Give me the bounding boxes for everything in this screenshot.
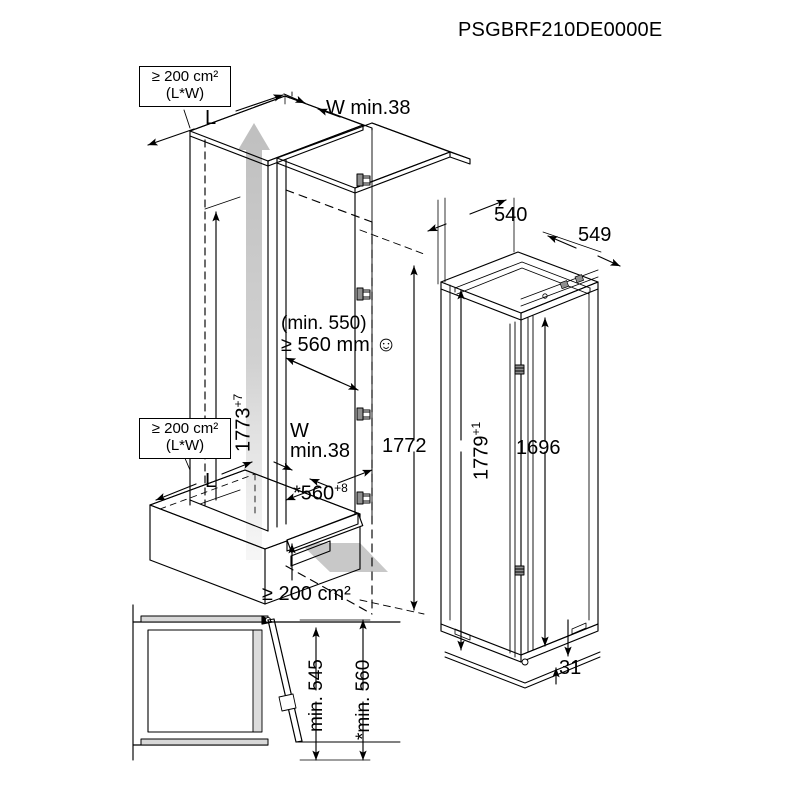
appliance-height-tolerance: +1	[469, 421, 483, 436]
page-title: PSGBRF210DE0000E	[458, 19, 663, 41]
plan-view	[132, 604, 401, 761]
vent-note-mid: ≥ 200 cm² (L*W)	[139, 418, 231, 459]
dim-560-width	[285, 469, 373, 501]
smiley-icon: ☺	[375, 333, 397, 356]
niche-height-value: 1773	[232, 407, 255, 453]
vent-note-mid-line2: (L*W)	[165, 436, 205, 454]
dim-label-31: 31	[559, 657, 582, 679]
dim-label-540: 540	[494, 204, 528, 226]
niche-height-tolerance: +7	[231, 393, 245, 408]
dim-label-min-560: *min. 560	[353, 659, 374, 740]
vent-note-top-line2: (L*W)	[165, 84, 205, 102]
dim-label-W-bottom-line2: min.38	[290, 440, 351, 462]
appliance-hinge-group	[514, 364, 525, 576]
hinge-group	[356, 173, 371, 505]
vent-note-mid-line1: ≥ 200 cm²	[151, 420, 219, 437]
vent-note-bottom: ≥ 200 cm²	[262, 583, 351, 605]
niche-depth-value: ≥ 560 mm	[281, 334, 370, 356]
niche-depth-note-min550: (min. 550)	[281, 313, 367, 334]
airflow-arrow	[238, 123, 270, 560]
dim-label-1773: 1773+7	[231, 393, 255, 453]
dim-label-560-width: *560+8	[293, 481, 348, 506]
hinge-4	[356, 491, 371, 505]
hinge-3	[356, 407, 371, 421]
dim-549	[542, 231, 621, 267]
dim-560mm-depth	[285, 357, 359, 391]
dim-label-W-bottom-line1: W	[290, 420, 309, 442]
vent-note-top-line1: ≥ 200 cm²	[151, 68, 219, 85]
niche-depth-note-560mm: ≥ 560 mm ☺	[281, 333, 397, 357]
niche-width-tolerance: +8	[334, 481, 348, 495]
hinge-2	[356, 287, 371, 301]
dim-label-1696: 1696	[516, 437, 561, 459]
dim-label-549: 549	[578, 224, 612, 246]
dim-W-top	[283, 91, 341, 118]
dim-1772	[359, 229, 425, 615]
hinge-1	[356, 173, 371, 187]
floor-shadow	[300, 543, 388, 572]
dim-label-min-545: min. 545	[306, 659, 327, 732]
appliance-height-value: 1779	[470, 435, 493, 481]
dim-label-W-top: W min.38	[326, 97, 411, 119]
dim-label-L-bottom: L	[205, 470, 217, 492]
dim-L-top	[147, 94, 284, 146]
dim-L-bottom	[155, 461, 253, 501]
vent-note-top: ≥ 200 cm² (L*W)	[139, 66, 231, 107]
niche-width-value: *560	[293, 482, 335, 505]
appliance-isometric	[440, 251, 601, 689]
dim-31	[552, 619, 572, 685]
niche-isometric	[149, 95, 471, 615]
dim-label-L-top: L	[205, 107, 217, 129]
dim-label-1772: 1772	[382, 435, 427, 457]
dim-540	[427, 197, 515, 285]
dim-W-bottom	[273, 461, 331, 488]
dim-label-1779: 1779+1	[469, 421, 493, 481]
